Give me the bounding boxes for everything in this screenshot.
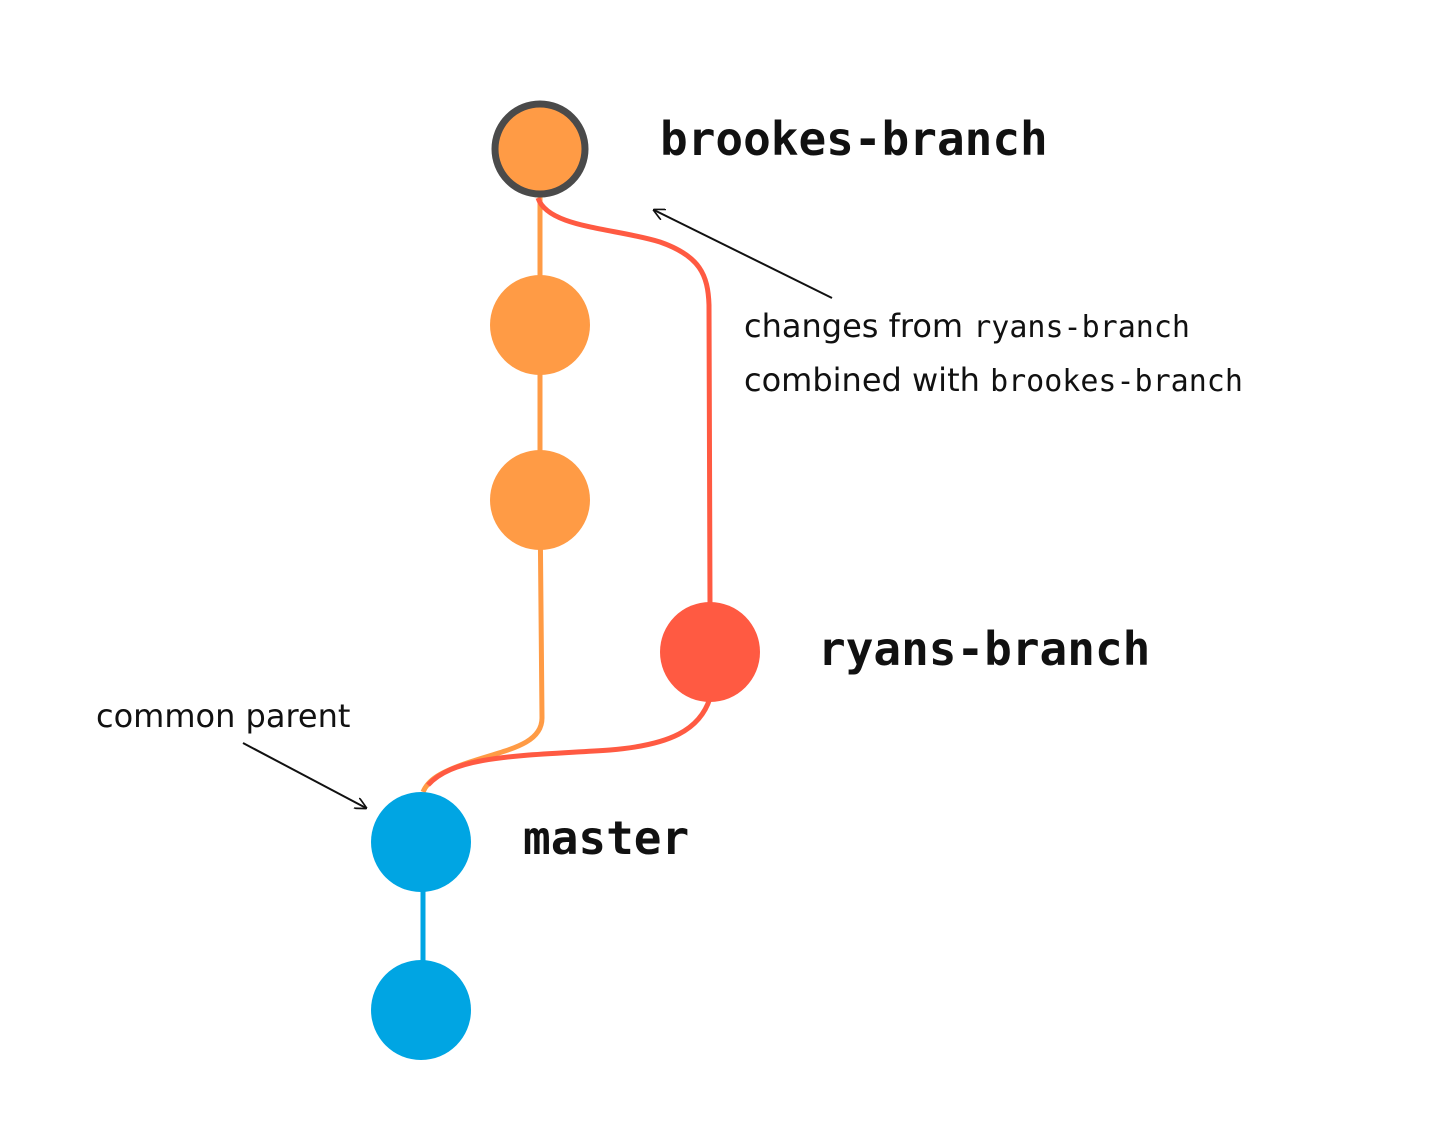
label-ryans-branch: ryans-branch [818, 622, 1151, 676]
annotation-common-parent: common parent [96, 697, 351, 735]
annotation-merge-line2-code: brookes-branch [990, 364, 1243, 399]
commit-node-ryans[interactable] [660, 602, 760, 702]
edge-merge-ryans-into-brookes [535, 196, 713, 606]
annotation-merge-line2-text: combined with [744, 361, 980, 399]
annotation-merge-line2: combined with brookes-branch [744, 364, 1243, 397]
commit-node-brookes-2[interactable] [490, 275, 590, 375]
annotation-merge-line1-text: changes from [744, 307, 964, 345]
commit-node-master[interactable] [371, 792, 471, 892]
arrow-to-merge-edge [654, 210, 833, 299]
annotation-merge-line1-code: ryans-branch [973, 310, 1190, 345]
label-brookes-branch: brookes-branch [660, 112, 1048, 166]
label-master: master [523, 811, 690, 865]
annotation-merge-line1: changes from ryans-branch [744, 310, 1190, 343]
commit-node-brookes-head[interactable] [491, 100, 589, 198]
edge-ryans-to-master [426, 697, 713, 787]
commit-node-master-previous[interactable] [371, 960, 471, 1060]
commit-node-brookes-1[interactable] [490, 450, 590, 550]
arrow-to-common-parent [242, 742, 366, 808]
